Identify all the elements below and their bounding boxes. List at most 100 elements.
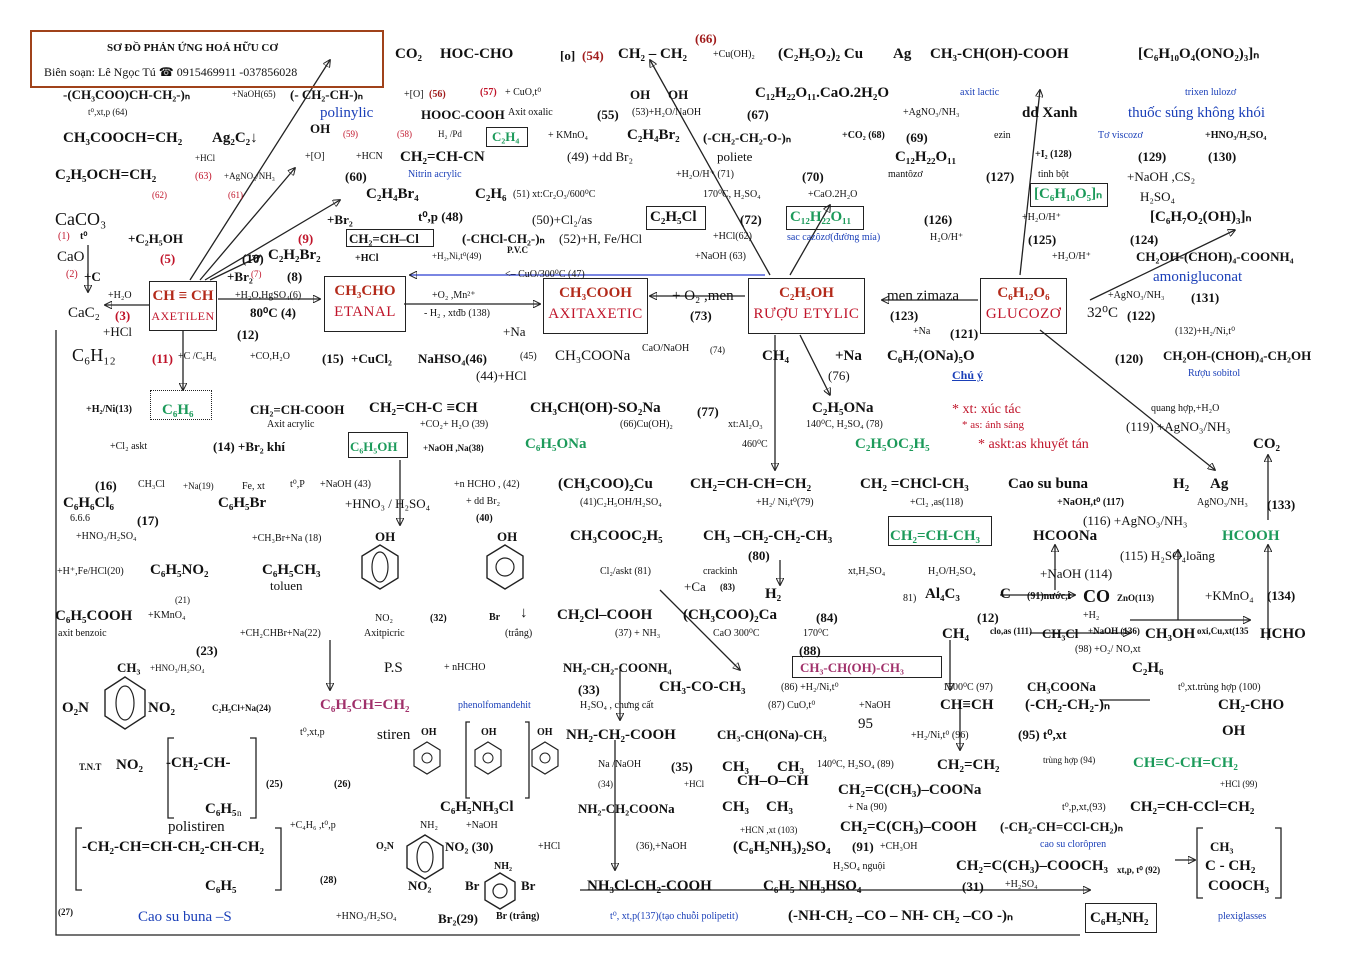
label-c6h5-ps: C₆H₅ bbox=[205, 801, 237, 817]
label-sorbitol: CH₂OH-(CHOH)₄-CH₂OH bbox=[1163, 348, 1312, 363]
label-cl2-81: Cl₂/askt (81) bbox=[600, 566, 651, 577]
label-n12: (12) bbox=[237, 327, 259, 342]
label-agno3-61: +AgNO₃/NH₃ bbox=[224, 171, 275, 181]
label-n55: (55) bbox=[597, 107, 619, 122]
label-n66: (66) bbox=[695, 31, 717, 46]
label-br-trang2: Br (trắng) bbox=[496, 911, 540, 922]
label-xtp92: xt,p, t⁰ (92) bbox=[1117, 865, 1161, 875]
label-hno3-17: +HNO₃/H₂SO₄ bbox=[76, 531, 137, 542]
label-ch3oh-91: +CH₃OH bbox=[880, 841, 918, 852]
label-vinylacetylene: CH₂=CH-C ≡CH bbox=[369, 400, 478, 416]
label-toluen: toluen bbox=[270, 578, 303, 593]
label-thuoc-sung: thuốc súng không khói bbox=[1128, 105, 1266, 121]
label-n15: (15) bbox=[322, 351, 344, 366]
label-c460: 460⁰C bbox=[742, 439, 768, 450]
label-t0pxt93: t⁰,p,xt,(93) bbox=[1062, 802, 1106, 813]
label-poliete: poliete bbox=[717, 149, 753, 164]
label-n84: (84) bbox=[816, 610, 838, 625]
label-cucl2: +CuCl₂ bbox=[351, 351, 392, 366]
label-nh2-tbr: NH₂ bbox=[494, 861, 512, 872]
label-n86: (86) +H₂/Ni,t⁰ bbox=[781, 682, 839, 693]
label-c1500: 1500⁰C (97) bbox=[943, 682, 993, 693]
label-plus-c: +C bbox=[84, 269, 101, 284]
label-c6h5no2: C₆H₅NO₂ bbox=[150, 562, 209, 578]
label-n59: (59) bbox=[343, 129, 358, 139]
label-n35: (35) bbox=[671, 759, 693, 774]
label-n3: (3) bbox=[115, 308, 131, 323]
label-dd-br2: + dd Br₂ bbox=[466, 496, 501, 507]
label-hcn: +HCN bbox=[356, 151, 383, 162]
label-hoc-cho: HOC-CHO bbox=[440, 46, 514, 62]
label-nh2-tri: NH₂ bbox=[420, 820, 438, 831]
label-tnt-no2: NO₂ bbox=[148, 700, 175, 716]
label-n66cu: (66)Cu(OH)₂ bbox=[620, 419, 673, 430]
sucrose-box bbox=[786, 206, 864, 230]
label-sucrose: C₁₂H₂₂O₁₁ bbox=[790, 209, 852, 225]
label-br-trang: Br bbox=[489, 612, 501, 623]
label-ch2-pmma: C - CH₂ bbox=[1205, 858, 1256, 874]
label-butane: CH₃ –CH₂-CH₂-CH₃ bbox=[703, 528, 833, 544]
label-butadiene: CH₂=CH-CH=CH₂ bbox=[690, 476, 812, 492]
aniline-box bbox=[1085, 903, 1157, 933]
label-oh-tri: OH bbox=[497, 529, 518, 544]
label-polychloroprene: (-CH₂-CH=CCl-CH₂)ₙ bbox=[1000, 819, 1123, 834]
label-axit-lactic: axit lactic bbox=[960, 87, 1000, 98]
hub-acetic-formula: CH₃COOH bbox=[559, 285, 632, 301]
label-hno3-130: +HNO₃/H₂SO₄ bbox=[1205, 130, 1267, 141]
label-co2-h2o-39: +CO₂+ H₂O (39) bbox=[420, 419, 489, 430]
label-co2-133: CO₂ bbox=[1253, 436, 1280, 452]
label-h2o-h: H₂O/H⁺ bbox=[930, 232, 964, 243]
label-n125: (125) bbox=[1028, 232, 1057, 247]
label-tinh-bot: tinh bột bbox=[1038, 169, 1069, 180]
label-n56: (56) bbox=[429, 89, 446, 100]
label-h2so4-31: +H₂SO₄ bbox=[1005, 879, 1038, 890]
label-n95: 95 bbox=[858, 716, 873, 732]
label-sac-cazozo: sac cazôzơ(đường mía) bbox=[787, 232, 881, 243]
label-naoh-85: +NaOH bbox=[859, 700, 891, 711]
label-acetate-ca: (CH₃COO)₂Ca bbox=[683, 607, 777, 623]
label-buna-s: -CH₂-CH=CH-CH₂-CH-CH₂ bbox=[82, 839, 265, 855]
label-h2ni13: +H₂/Ni(13) bbox=[86, 404, 132, 415]
label-n77: (77) bbox=[697, 404, 719, 419]
label-n21: (21) bbox=[175, 595, 190, 605]
label-acrylonitrile: CH₂=CH-CN bbox=[400, 149, 485, 165]
label-agno3-nh3: +AgNO₃/NH₃ bbox=[903, 107, 960, 118]
label-h2o-71: +H₂O/H⁺ (71) bbox=[676, 169, 735, 180]
label-ag-right: Ag bbox=[1210, 476, 1229, 492]
tribromoaniline-ring bbox=[484, 872, 516, 910]
label-n1: (1) bbox=[58, 231, 70, 242]
label-n91b: (91) bbox=[852, 839, 874, 854]
label-naoh117: +NaOH,t⁰ (117) bbox=[1057, 497, 1124, 508]
label-polyformal: CH₂-CHO bbox=[1218, 697, 1285, 713]
label-h2o-h2so4: H₂O/H₂SO₄ bbox=[928, 566, 976, 577]
label-n666: 6.6.6 bbox=[70, 513, 90, 524]
label-n53: (53)+H₂O/NaOH bbox=[632, 107, 702, 118]
label-ruou-sobitol: Rượu sobitol bbox=[1188, 368, 1241, 379]
label-agno3-133: AgNO₃/NH₃ bbox=[1197, 497, 1248, 508]
phenolformaldehyde-rings bbox=[413, 721, 559, 799]
label-n7: (7) bbox=[251, 269, 262, 279]
label-n60: (60) bbox=[345, 169, 367, 184]
label-co: CO bbox=[1083, 586, 1110, 606]
label-cao-2h2o: +CaO.2H₂O bbox=[808, 189, 858, 200]
label-dd-xanh: dd Xanh bbox=[1022, 105, 1078, 121]
label-isopropanol: CH₃-CH(OH)-CH₃ bbox=[800, 660, 904, 675]
label-methacrylate-na: CH₂=C(CH₃)–COONa bbox=[838, 782, 982, 798]
label-ch3-c: CH₃ bbox=[722, 799, 749, 815]
label-ch3cl-r: CH₃Cl bbox=[1042, 626, 1079, 641]
label-br-tbr2: Br bbox=[521, 878, 536, 893]
hub-acetylene-name: AXETILEN bbox=[151, 309, 215, 323]
label-cuo: + CuO,t⁰ bbox=[505, 87, 542, 98]
label-agno3-131: +AgNO₃/NH₃ bbox=[1108, 290, 1165, 301]
label-h2so4-129: H₂SO₄ bbox=[1140, 189, 1176, 204]
hub-glucose: C₆H₁₂O₆ GLUCOZƠ bbox=[980, 278, 1067, 334]
label-n14: (14) +Br₂ khí bbox=[213, 439, 285, 454]
phenol-box bbox=[348, 432, 408, 458]
label-trung-hop-94: trùng hợp (94) bbox=[1043, 755, 1096, 765]
label-n36: (36),+NaOH bbox=[636, 841, 687, 852]
label-trang: (trắng) bbox=[505, 628, 533, 639]
label-n73: (73) bbox=[690, 308, 712, 323]
label-n98: (98) +O₂/ NO,xt bbox=[1075, 644, 1141, 655]
